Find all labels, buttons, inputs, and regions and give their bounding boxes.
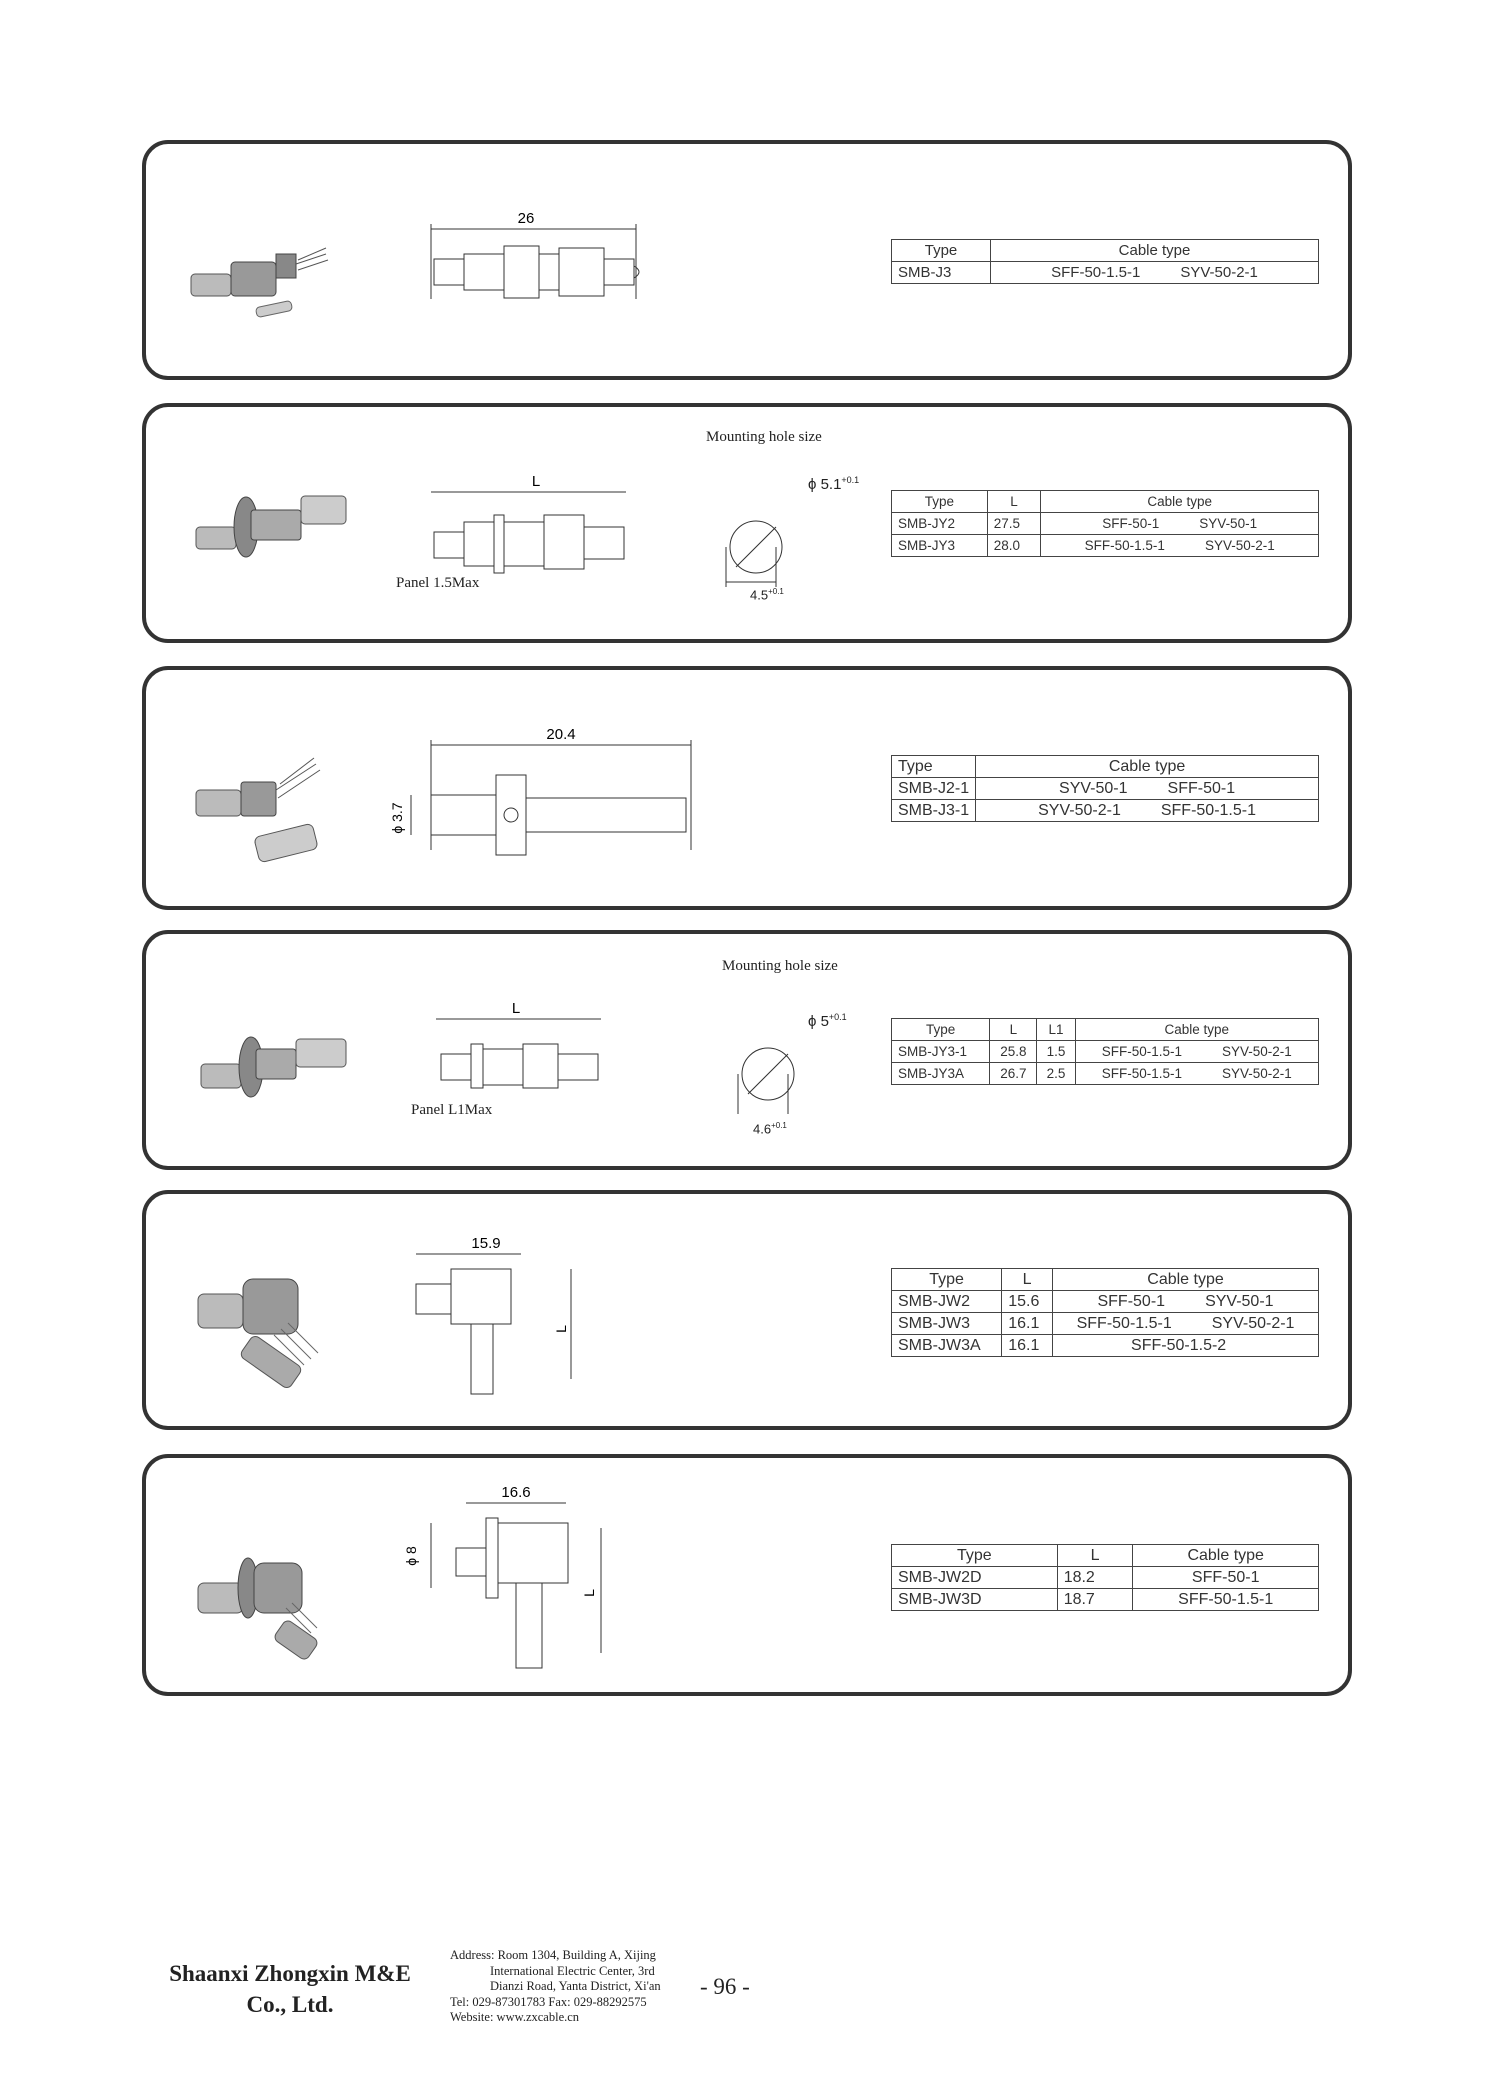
product-panel-smb-jy3-1: Mounting hole size L Panel L1Max ϕ 5+0.1…	[142, 930, 1352, 1170]
connector-photo	[195, 495, 347, 558]
hole-flat-label: 4.5+0.1	[750, 587, 784, 603]
svg-text:ϕ 3.7: ϕ 3.7	[389, 802, 405, 833]
svg-text:L: L	[581, 1589, 597, 1597]
connector-photo	[197, 1278, 319, 1388]
svg-text:L: L	[512, 1000, 520, 1017]
page-number: - 96 -	[700, 1974, 750, 1999]
product-panel-smb-jy: Mounting hole size L Panel 1.5Max ϕ 5.1+…	[142, 403, 1352, 643]
hole-diameter-label: ϕ 5+0.1	[808, 1012, 847, 1030]
connector-photo	[200, 1036, 347, 1098]
dimension-drawing: L	[431, 473, 783, 587]
hole-diameter-label: ϕ 5.1+0.1	[808, 475, 860, 493]
company-address: Address: Room 1304, Building A, Xijing I…	[450, 1948, 661, 2024]
panel-thickness-note: Panel 1.5Max	[396, 575, 480, 591]
svg-text:L: L	[532, 473, 540, 490]
dimension-drawing: 15.9 L	[415, 1235, 572, 1395]
connector-photo	[195, 757, 321, 863]
connector-photo	[197, 1557, 318, 1660]
connector-photo	[190, 247, 329, 318]
panel-thickness-note: Panel L1Max	[411, 1102, 493, 1118]
dimension-drawing: L	[436, 1000, 795, 1114]
svg-text:20.4: 20.4	[546, 726, 575, 743]
mounting-hole-title: Mounting hole size	[722, 958, 838, 974]
svg-text:ϕ 8: ϕ 8	[403, 1546, 419, 1566]
dimension-label: 26	[518, 210, 535, 227]
mounting-hole-title: Mounting hole size	[706, 429, 822, 445]
hole-flat-label: 4.6+0.1	[753, 1121, 787, 1137]
svg-text:L: L	[553, 1325, 569, 1333]
svg-text:16.6: 16.6	[501, 1484, 530, 1501]
dimension-drawing: 16.6 ϕ 8 L	[403, 1484, 602, 1669]
dimension-drawing: 20.4 ϕ 3.7	[389, 726, 692, 856]
company-name: Shaanxi Zhongxin M&E Co., Ltd.	[169, 1961, 411, 2017]
dimension-drawing: 26	[430, 210, 640, 299]
svg-text:15.9: 15.9	[471, 1235, 500, 1252]
website-link[interactable]: Website: www.zxcable.cn	[450, 2010, 580, 2024]
